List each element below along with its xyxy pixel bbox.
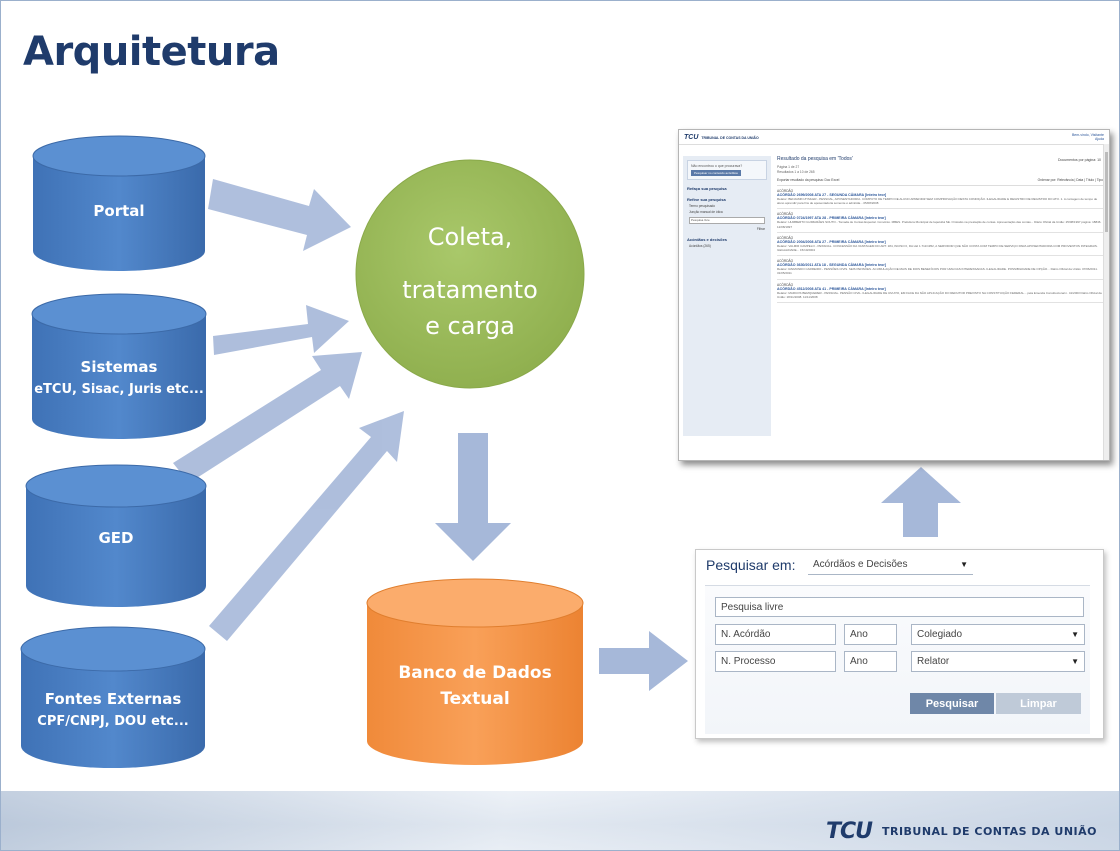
process-label-2: tratamento	[402, 276, 538, 304]
footer-logo: TCU TRIBUNAL DE CONTAS DA UNIÃO	[826, 819, 1097, 844]
cylinder-fontes	[20, 626, 206, 768]
footer-band	[1, 791, 1119, 850]
free-text-input[interactable]: Pesquisa livre	[715, 597, 1084, 617]
arrow-process-to-db	[435, 433, 511, 561]
search-form: Pesquisar em: Acórdãos e Decisões▼ Pesqu…	[695, 549, 1104, 739]
processo-input[interactable]: N. Processo	[715, 651, 836, 672]
shot-help-button[interactable]: Pesquisar no conteúdo acórdãos	[691, 170, 741, 176]
search-scope-label: Pesquisar em:	[706, 557, 796, 573]
shot-result-text: Relator: HUMBERTO GUIMARÃES SOUTO - Toma…	[777, 220, 1102, 229]
shot-help-box: Não encontrou o que procurava? Pesquisar…	[687, 160, 767, 180]
source-label-ged: GED	[98, 529, 133, 547]
shot-acord-item[interactable]: Acórdãos (265)	[689, 244, 711, 248]
shot-result-text: Relator: RAIMUNDO CARREIRO - PENSÕES CIV…	[777, 267, 1098, 276]
shot-result-kind: ACÓRDÃO	[777, 212, 794, 217]
arrow-search-to-results	[881, 467, 961, 537]
shot-result-text: Relator: BENJAMIN ZYMLER - PESSOAL, APOS…	[777, 197, 1098, 206]
arrow-db-to-search	[599, 631, 688, 691]
source-sublabel-fontes: CPF/CNPJ, DOU etc...	[37, 714, 188, 729]
ano-input-1[interactable]: Ano	[844, 624, 897, 645]
cylinder-database	[366, 578, 584, 765]
source-label-fontes: Fontes Externas	[45, 690, 182, 708]
tcu-logo-mark: TCU	[825, 819, 873, 844]
shot-result-kind: ACÓRDÃO	[777, 282, 794, 287]
shot-result-kind: ACÓRDÃO	[777, 235, 794, 240]
arrow-ged	[173, 352, 362, 483]
shot-result-title: Resultado da pesquisa em 'Todos'	[777, 156, 853, 162]
process-label-3: e carga	[425, 312, 515, 340]
shot-filter-button[interactable]: Filtrar	[756, 227, 765, 231]
tcu-org-name: TRIBUNAL DE CONTAS DA UNIÃO	[881, 825, 1097, 838]
arrow-sistemas	[213, 305, 349, 355]
shot-free-input[interactable]: Pesquisa livre	[689, 217, 765, 224]
shot-result-title[interactable]: ACÓRDÃO 2004/2008 ATA 27 - PRIMEIRA CÂMA…	[777, 239, 886, 244]
relator-select[interactable]: Relator▼	[911, 651, 1085, 672]
shot-sidebar: Não encontrou o que procurava? Pesquisar…	[683, 156, 771, 436]
chevron-down-icon: ▼	[1071, 630, 1079, 639]
shot-result-text: Relator: MARCOS BEMQUERER - PESSOAL. PEN…	[777, 290, 1102, 299]
arrow-portal	[208, 179, 351, 251]
shot-result-kind: ACÓRDÃO	[777, 259, 794, 264]
shot-result-text: Relator: VALMIR CAMPELO - PESSOAL. CONCE…	[777, 243, 1098, 253]
source-sublabel-sistemas: eTCU, Sisac, Juris etc...	[34, 382, 204, 397]
shot-meta: Página 1 de 27 Resultados 1 a 10 de 265	[777, 165, 815, 174]
database-label-1: Banco de Dados	[398, 663, 551, 683]
cylinder-ged	[25, 464, 207, 607]
shot-result-title[interactable]: ACÓRDÃO 2699/2008 ATA 27 - SEGUNDA CÂMAR…	[777, 193, 887, 197]
process-circle	[355, 159, 585, 389]
chevron-down-icon: ▼	[1071, 657, 1079, 666]
shot-scroll-thumb[interactable]	[1105, 152, 1108, 232]
ano-input-2[interactable]: Ano	[844, 651, 897, 672]
shot-export: Exportar resultado da pesquisa: Doc Exce…	[777, 178, 1103, 186]
shot-redo[interactable]: Refaça sua pesquisa	[687, 186, 727, 191]
shot-acord: Acórdãos e decisões	[687, 237, 728, 242]
slide-title: Arquitetura	[23, 29, 280, 75]
source-label-sistemas: Sistemas	[81, 358, 158, 376]
shot-per-page[interactable]: Documentos por página: 10	[1058, 158, 1101, 162]
source-label-portal: Portal	[93, 202, 144, 220]
shot-result-title[interactable]: ACÓRDÃO 4512/2008 ATA 41 - PRIMEIRA CÂMA…	[777, 286, 886, 291]
search-button[interactable]: Pesquisar	[910, 693, 994, 714]
shot-result-kind: ACÓRDÃO	[777, 189, 794, 193]
process-label-1: Coleta,	[428, 223, 513, 251]
shot-term1[interactable]: Junção manual de ótica	[689, 210, 723, 214]
arrow-fontes	[209, 411, 404, 641]
shot-scrollbar[interactable]	[1103, 144, 1109, 460]
cylinder-portal	[32, 135, 206, 271]
shot-main: Resultado da pesquisa em 'Todos' Documen…	[777, 156, 1103, 304]
acordao-input[interactable]: N. Acórdão	[715, 624, 836, 645]
shot-refine: Refine sua pesquisa	[687, 197, 726, 202]
shot-terms: Termo pesquisado	[689, 204, 716, 208]
clear-button[interactable]: Limpar	[996, 693, 1081, 714]
shot-result-title[interactable]: ACÓRDÃO 3630/2011 ATA 18 - SEGUNDA CÂMAR…	[777, 263, 886, 268]
colegiado-select[interactable]: Colegiado▼	[911, 624, 1085, 645]
shot-result-title[interactable]: ACÓRDÃO 0724/1997 ATA 28 - PRIMEIRA CÂMA…	[777, 216, 886, 221]
search-scope-select[interactable]: Acórdãos e Decisões▼	[808, 555, 973, 575]
chevron-down-icon: ▼	[960, 560, 968, 569]
database-label-2: Textual	[440, 689, 509, 709]
source-arrows	[173, 179, 404, 641]
cylinder-sistemas	[31, 293, 207, 439]
